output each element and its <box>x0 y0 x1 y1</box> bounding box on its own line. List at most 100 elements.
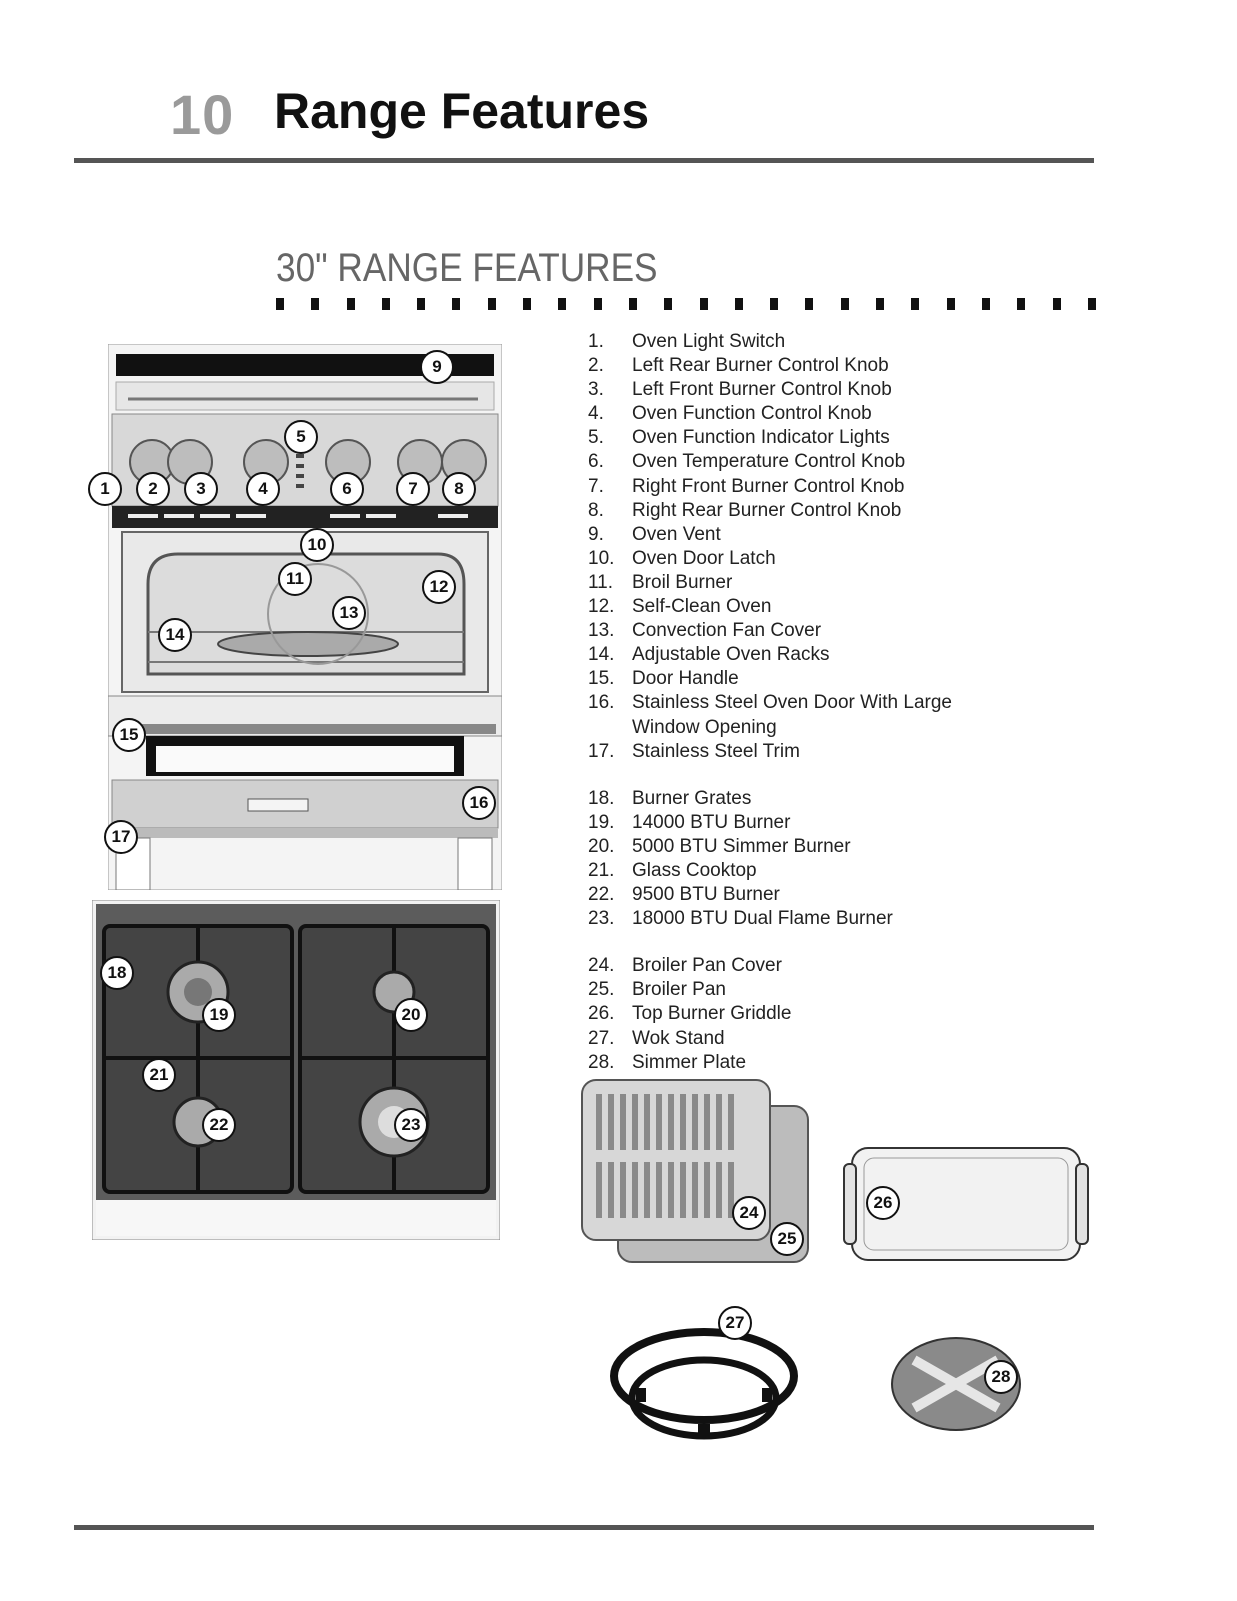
divider-dot <box>1052 298 1061 310</box>
feature-number: 16. <box>588 692 615 714</box>
feature-label: 9500 BTU Burner <box>632 884 780 906</box>
feature-list-item: 23.18000 BTU Dual Flame Burner <box>588 907 1008 931</box>
feature-list-item: 24. Broiler Pan Cover <box>588 954 1008 978</box>
feature-number: 22. <box>588 884 615 906</box>
feature-list-item: 5. Oven Function Indicator Lights <box>588 426 1008 450</box>
header-rule <box>74 158 1094 163</box>
feature-label: Oven Vent <box>632 523 721 545</box>
feature-label: Simmer Plate <box>632 1051 747 1073</box>
feature-number: 24. <box>588 955 615 977</box>
feature-list-item: 8. Right Rear Burner Control Knob <box>588 499 1008 523</box>
feature-label: Oven Function Indicator Lights <box>632 427 890 449</box>
divider-dot <box>911 298 920 310</box>
feature-list-item: 4. Oven Function Control Knob <box>588 402 1008 426</box>
callout-marker: 10 <box>300 528 334 562</box>
feature-list-item: 9. Oven Vent <box>588 523 1008 547</box>
feature-number: 9. <box>588 523 604 545</box>
callout-marker: 15 <box>112 718 146 752</box>
feature-list-item: 22. 9500 BTU Burner <box>588 883 1008 907</box>
broiler-pan-illustration <box>581 1079 809 1263</box>
callout-marker: 14 <box>158 618 192 652</box>
feature-label: Left Rear Burner Control Knob <box>632 355 889 377</box>
feature-number: 13. <box>588 620 615 642</box>
callout-marker: 22 <box>202 1108 236 1142</box>
feature-list-item: 17.Stainless Steel Trim <box>588 740 1008 764</box>
cooktop-illustration <box>92 900 500 1240</box>
callout-marker: 8 <box>442 472 476 506</box>
divider-dot <box>876 298 885 310</box>
divider-dot <box>734 298 743 310</box>
callout-marker: 5 <box>284 420 318 454</box>
feature-list-item: 28.Simmer Plate <box>588 1051 1008 1075</box>
divider-dot <box>452 298 461 310</box>
feature-list-item: 12.Self-Clean Oven <box>588 595 1008 619</box>
feature-label: Broil Burner <box>632 571 733 593</box>
divider-dot <box>1087 298 1096 310</box>
feature-number: 14. <box>588 644 615 666</box>
divider-dot <box>311 298 320 310</box>
feature-label: Right Front Burner Control Knob <box>632 475 905 497</box>
callout-marker: 11 <box>278 562 312 596</box>
callout-marker: 9 <box>420 350 454 384</box>
feature-list-item: 11.Broil Burner <box>588 571 1008 595</box>
feature-label: Convection Fan Cover <box>632 620 822 642</box>
feature-label: Oven Function Control Knob <box>632 403 872 425</box>
feature-label: Broiler Pan <box>632 979 726 1001</box>
feature-list-item: 7. Right Front Burner Control Knob <box>588 475 1008 499</box>
feature-label: Self-Clean Oven <box>632 596 772 618</box>
divider-dot <box>276 298 284 310</box>
feature-label: Oven Light Switch <box>632 331 786 352</box>
feature-label: Right Rear Burner Control Knob <box>632 499 902 521</box>
feature-label: Adjustable Oven Racks <box>632 644 830 666</box>
feature-label: Broiler Pan Cover <box>632 955 782 977</box>
feature-number: 25. <box>588 979 615 1001</box>
divider-dot <box>381 298 390 310</box>
divider-dot <box>770 298 779 310</box>
feature-number: 5. <box>588 427 604 449</box>
divider-dot <box>628 298 637 310</box>
feature-number: 2. <box>588 355 604 377</box>
feature-number: 15. <box>588 668 615 690</box>
feature-number: 27. <box>588 1027 615 1049</box>
divider-dot <box>346 298 355 310</box>
feature-number: 1. <box>588 331 604 352</box>
feature-label: Left Front Burner Control Knob <box>632 379 892 401</box>
divider-dot <box>840 298 849 310</box>
callout-marker: 23 <box>394 1108 428 1142</box>
feature-label: Burner Grates <box>632 787 752 809</box>
feature-number: 4. <box>588 403 604 425</box>
feature-list-item: 13. Convection Fan Cover <box>588 619 1008 643</box>
feature-label: 14000 BTU Burner <box>632 811 791 833</box>
feature-number: 21. <box>588 859 615 881</box>
feature-list: 1. Oven Light Switch 2. Left Rear Burner Co… <box>588 330 1008 1075</box>
feature-number: 6. <box>588 451 604 473</box>
section-dot-divider <box>276 298 1096 310</box>
feature-list-item: 19. 14000 BTU Burner <box>588 811 1008 835</box>
chapter-number: 10 <box>170 83 235 146</box>
feature-label: 5000 BTU Simmer Burner <box>632 835 851 857</box>
feature-number: 3. <box>588 379 604 401</box>
feature-list-item: 16.Stainless Steel Oven Door With Large … <box>588 691 1008 739</box>
divider-dot <box>946 298 955 310</box>
callout-marker: 4 <box>246 472 280 506</box>
feature-number: 19. <box>588 811 615 833</box>
callout-marker: 16 <box>462 786 496 820</box>
feature-number: 8. <box>588 499 604 521</box>
callout-marker: 7 <box>396 472 430 506</box>
feature-label: Wok Stand <box>632 1027 725 1049</box>
callout-marker: 24 <box>732 1196 766 1230</box>
feature-number: 7. <box>588 475 604 497</box>
feature-list-item: 18.Burner Grates <box>588 787 1008 811</box>
feature-label: Door Handle <box>632 668 739 690</box>
divider-dot <box>664 298 673 310</box>
callout-marker: 27 <box>718 1306 752 1340</box>
feature-list-item: 21.Glass Cooktop <box>588 859 1008 883</box>
feature-list-item: 15. Door Handle <box>588 667 1008 691</box>
feature-list-item: 1. Oven Light Switch <box>588 330 1008 354</box>
feature-number: 26. <box>588 1003 615 1025</box>
feature-number: 20. <box>588 835 615 857</box>
griddle-illustration <box>843 1147 1089 1261</box>
divider-dot <box>523 298 532 310</box>
divider-dot <box>805 298 814 310</box>
divider-dot <box>1017 298 1026 310</box>
